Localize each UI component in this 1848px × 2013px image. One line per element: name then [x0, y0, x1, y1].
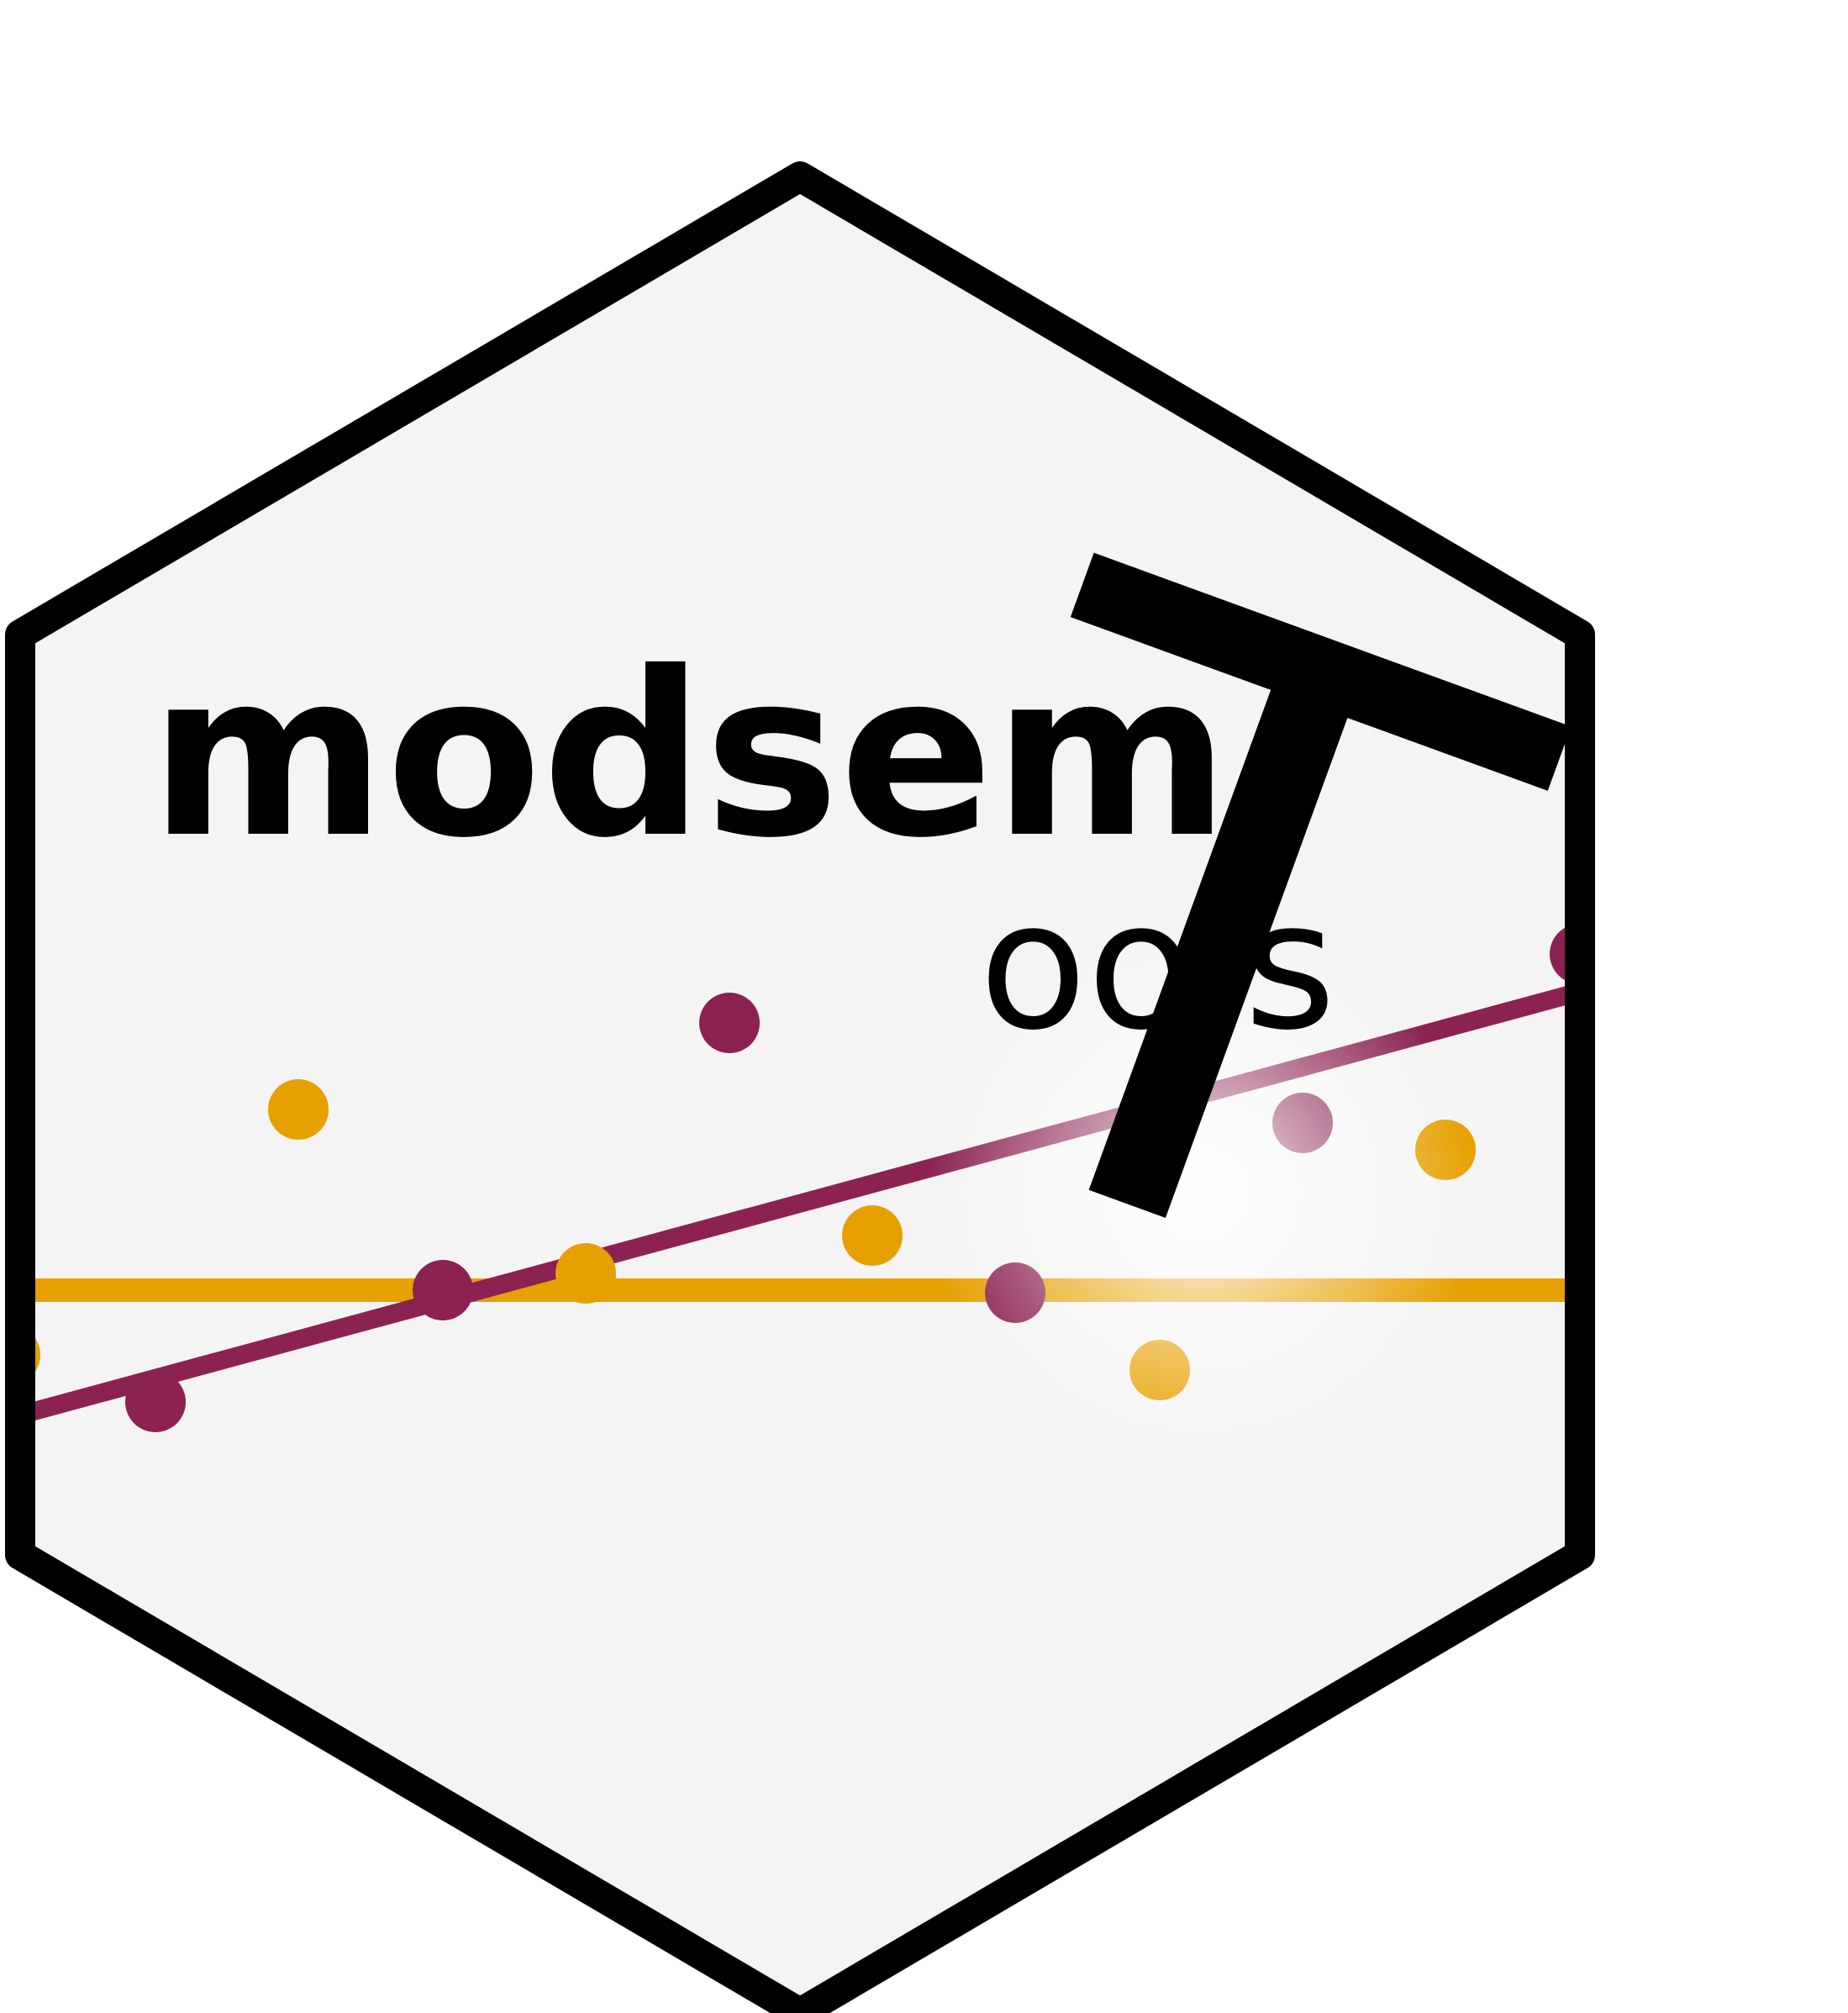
purple-point	[699, 993, 760, 1053]
wordmark-ools: ools	[979, 863, 1336, 1069]
purple-point	[413, 1260, 473, 1320]
orange-point	[555, 1243, 616, 1304]
purple-point	[125, 1372, 186, 1432]
glow-highlight	[840, 883, 1563, 1521]
hex-border	[5, 161, 1595, 2013]
wordmark-modsem: modsem	[150, 623, 1229, 888]
orange-point	[268, 1079, 329, 1140]
hex-background	[20, 177, 1580, 2013]
